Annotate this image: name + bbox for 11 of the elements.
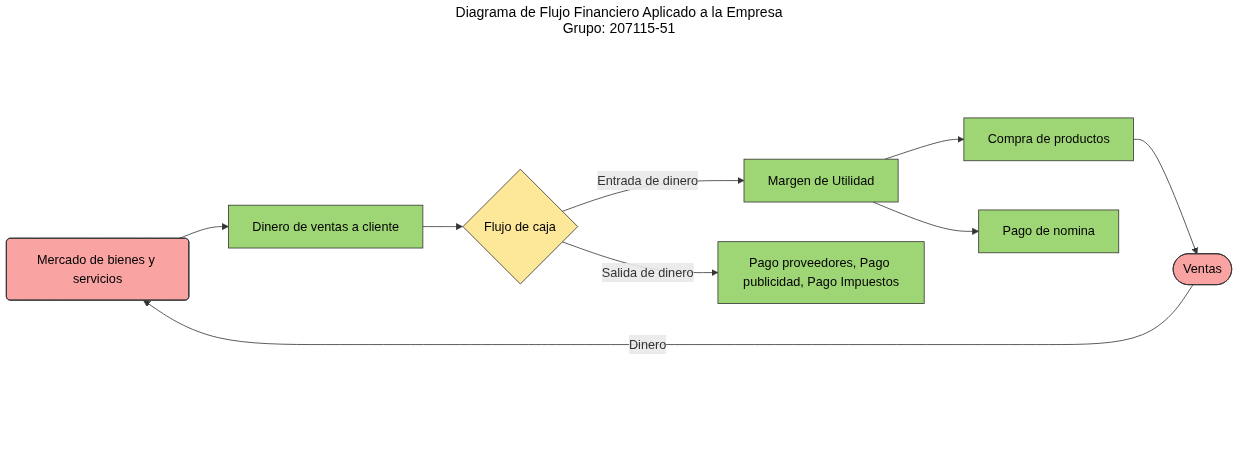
node-box: Margen de Utilidad — [743, 158, 899, 203]
diagram-title: Diagrama de Flujo Financiero Aplicado a la Empresa — [455, 4, 783, 20]
node-box: Pago proveedores, Pago publicidad, Pago Impuestos — [717, 241, 925, 304]
edge-label: Dinero — [628, 337, 667, 351]
edge-label: Salida de dinero — [601, 265, 694, 279]
node-box: Compra de productos — [963, 117, 1134, 162]
node-box: Dinero de ventas a cliente — [228, 204, 424, 249]
edge-label: Entrada de dinero — [597, 173, 699, 187]
node-box: Pago de nomina — [978, 209, 1120, 254]
node-diamond: Flujo de caja — [462, 168, 579, 285]
group-label: Grupo: 207115-51 — [562, 20, 676, 36]
